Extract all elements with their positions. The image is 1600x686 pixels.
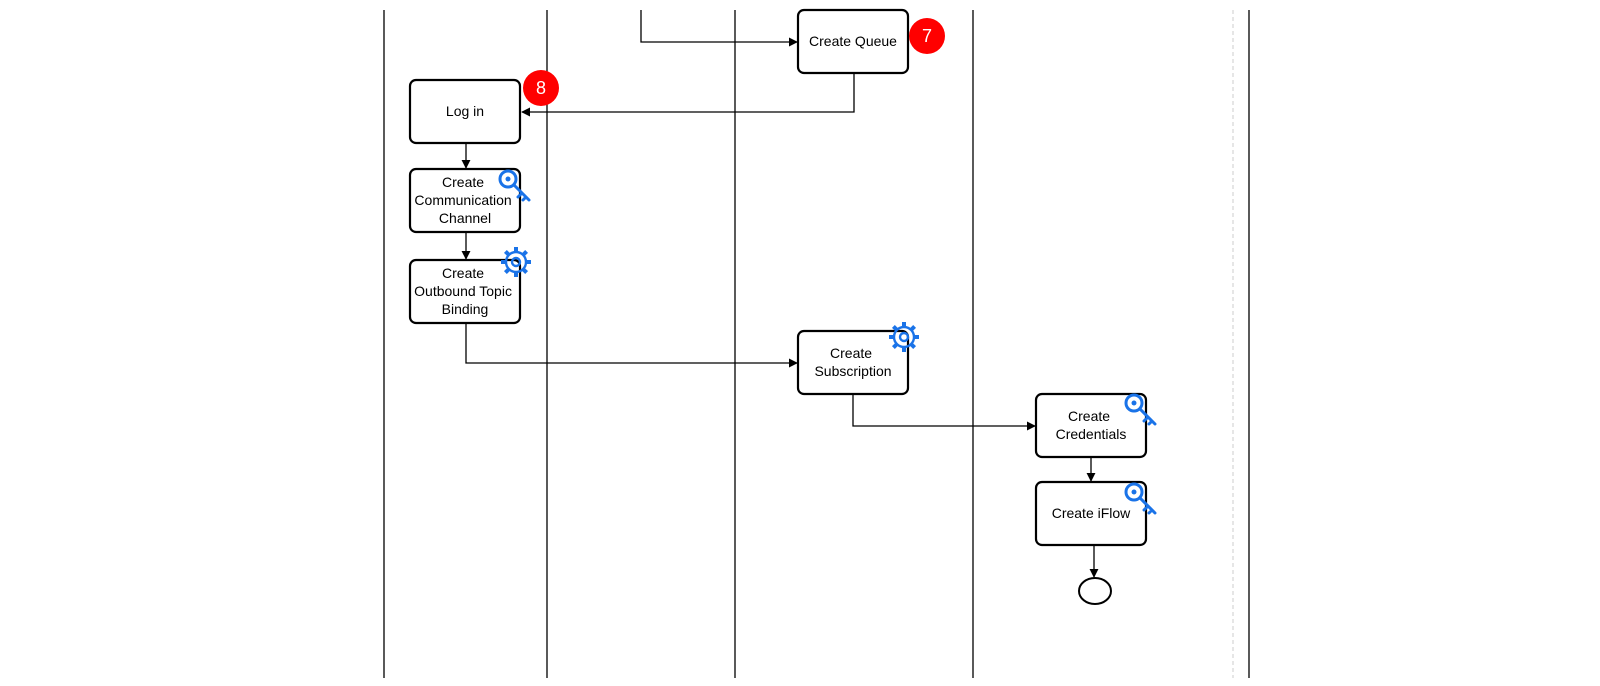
connectors <box>461 10 1099 578</box>
node-label: Outbound Topic <box>414 283 512 299</box>
svg-text:Log in: Log in <box>446 103 484 119</box>
end-event-circle[interactable] <box>1078 577 1112 605</box>
node-label: Create Queue <box>809 33 897 49</box>
create-credentials-node[interactable]: Create Credentials <box>1034 392 1148 459</box>
create-subscription-node[interactable]: Create Subscription <box>796 329 910 396</box>
node-label: Log in <box>446 103 484 119</box>
node-label: Subscription <box>814 363 891 379</box>
svg-text:Create Subscription: Create Subscription <box>814 345 891 379</box>
node-label: Create iFlow <box>1052 505 1131 521</box>
svg-text:Create Outbound Topic: Create Outbound Topic Binding <box>414 265 516 317</box>
node-label: Create <box>830 345 872 361</box>
create-communication-channel-node[interactable]: Create Communication Channel <box>408 167 522 234</box>
node-label: Create <box>442 265 484 281</box>
svg-text:Create Credentials: Create Credentials <box>1056 408 1127 442</box>
connector-binding-to-subscription <box>465 323 798 368</box>
node-label: Credentials <box>1056 426 1127 442</box>
node-label: Create <box>442 174 484 190</box>
step-badge-7: 7 <box>909 18 945 54</box>
connector-subscription-to-credentials <box>852 394 1036 431</box>
node-label: Create <box>1068 408 1110 424</box>
connector-queue-to-login <box>521 73 855 117</box>
svg-text:Create Communication: Create Communication Channel <box>414 174 515 226</box>
node-label: Communication <box>414 192 511 208</box>
create-outbound-topic-binding-node[interactable]: Create Outbound Topic Binding <box>408 258 522 325</box>
node-label: Binding <box>442 301 489 317</box>
badge-number: 8 <box>536 78 546 98</box>
log-in-node[interactable]: Log in <box>408 78 522 145</box>
badge-number: 7 <box>922 26 932 46</box>
svg-text:Create iFlow: Create iFlow <box>1052 505 1131 521</box>
connector-into-create-queue <box>640 10 798 47</box>
node-label: Channel <box>439 210 491 226</box>
svg-text:Create Queue: Create Queue <box>809 33 897 49</box>
create-queue-node[interactable]: Create Queue <box>796 8 910 75</box>
step-badge-8: 8 <box>523 70 559 106</box>
lane-separators <box>383 10 1250 678</box>
create-iflow-node[interactable]: Create iFlow <box>1034 480 1148 547</box>
